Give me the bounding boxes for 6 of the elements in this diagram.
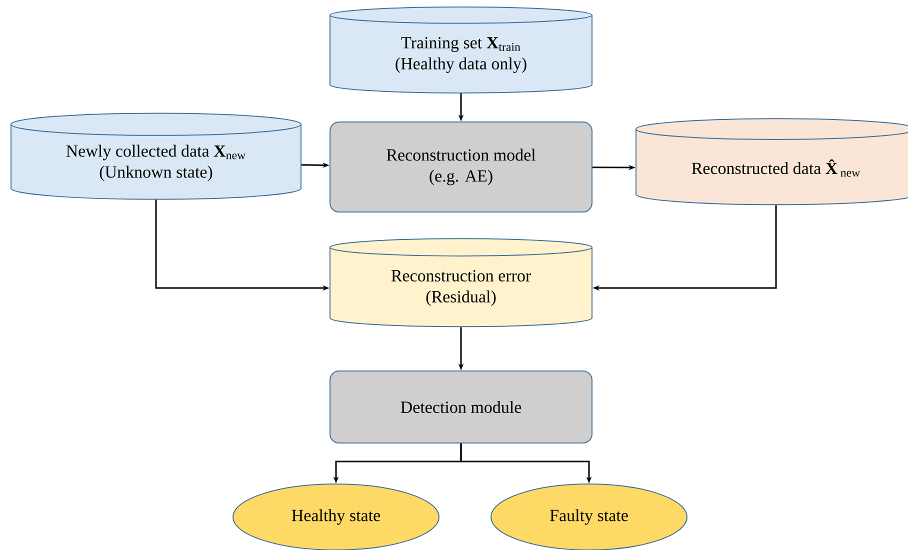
database-cylinder: Newly collected data X$_{new}$ (Unknown state) <box>10 112 302 200</box>
database-cylinder: Training set X$_{train}$ (Healthy data only) <box>330 6 592 94</box>
database-cylinder: Reconstructed data X̂$_{new}$ <box>636 118 908 206</box>
process-box: Reconstruction model (e.g. AE) <box>330 122 592 212</box>
database-cylinder: Reconstruction error (Residual) <box>330 238 592 328</box>
process-box: Detection module <box>330 370 592 444</box>
